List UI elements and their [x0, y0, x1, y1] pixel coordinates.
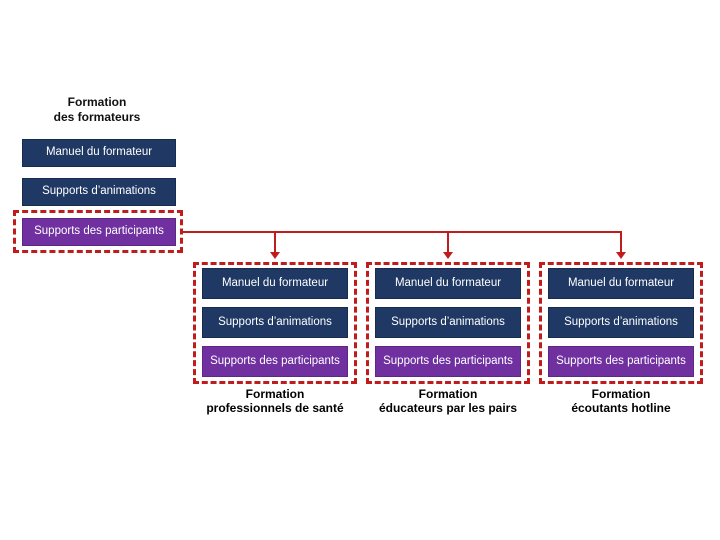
group-frame-ecoutants-hotline [539, 262, 703, 384]
group2-box-supports-animations: Supports d’animations [375, 307, 521, 338]
root-box-manuel-du-formateur: Manuel du formateur [22, 139, 176, 167]
group1-box-manuel-du-formateur: Manuel du formateur [202, 268, 348, 299]
group-frame-educateurs-par-les-pairs [366, 262, 530, 384]
group3-caption-line2: écoutants hotline [571, 401, 671, 415]
connector-vertical-line-1 [274, 231, 276, 252]
group-frame-professionnels-de-sante [193, 262, 357, 384]
group1-caption: Formation professionnels de santé [193, 387, 357, 415]
group1-caption-line1: Formation [245, 387, 305, 401]
group2-caption-line2: éducateurs par les pairs [378, 401, 518, 415]
root-title-line2: des formateurs [53, 110, 141, 124]
group2-box-manuel-du-formateur: Manuel du formateur [375, 268, 521, 299]
group3-caption-line1: Formation [591, 387, 651, 401]
group1-box-supports-participants: Supports des participants [202, 346, 348, 377]
group2-box-supports-participants: Supports des participants [375, 346, 521, 377]
group1-caption-line2: professionnels de santé [206, 401, 344, 415]
root-title: Formation des formateurs [21, 95, 173, 125]
group3-box-supports-animations: Supports d’animations [548, 307, 694, 338]
connector-vertical-line-3 [620, 231, 622, 252]
arrow-down-icon [616, 252, 626, 259]
root-box-supports-participants: Supports des participants [22, 218, 176, 246]
root-title-line1: Formation [67, 95, 127, 109]
root-box-supports-animations: Supports d’animations [22, 178, 176, 206]
group3-caption: Formation écoutants hotline [539, 387, 703, 415]
connector-horizontal-line [183, 231, 622, 233]
group2-caption-line1: Formation [418, 387, 478, 401]
arrow-down-icon [443, 252, 453, 259]
connector-vertical-line-2 [447, 231, 449, 252]
group2-caption: Formation éducateurs par les pairs [366, 387, 530, 415]
group3-box-supports-participants: Supports des participants [548, 346, 694, 377]
arrow-down-icon [270, 252, 280, 259]
group3-box-manuel-du-formateur: Manuel du formateur [548, 268, 694, 299]
root-participants-dashed-frame [13, 210, 183, 253]
group1-box-supports-animations: Supports d’animations [202, 307, 348, 338]
